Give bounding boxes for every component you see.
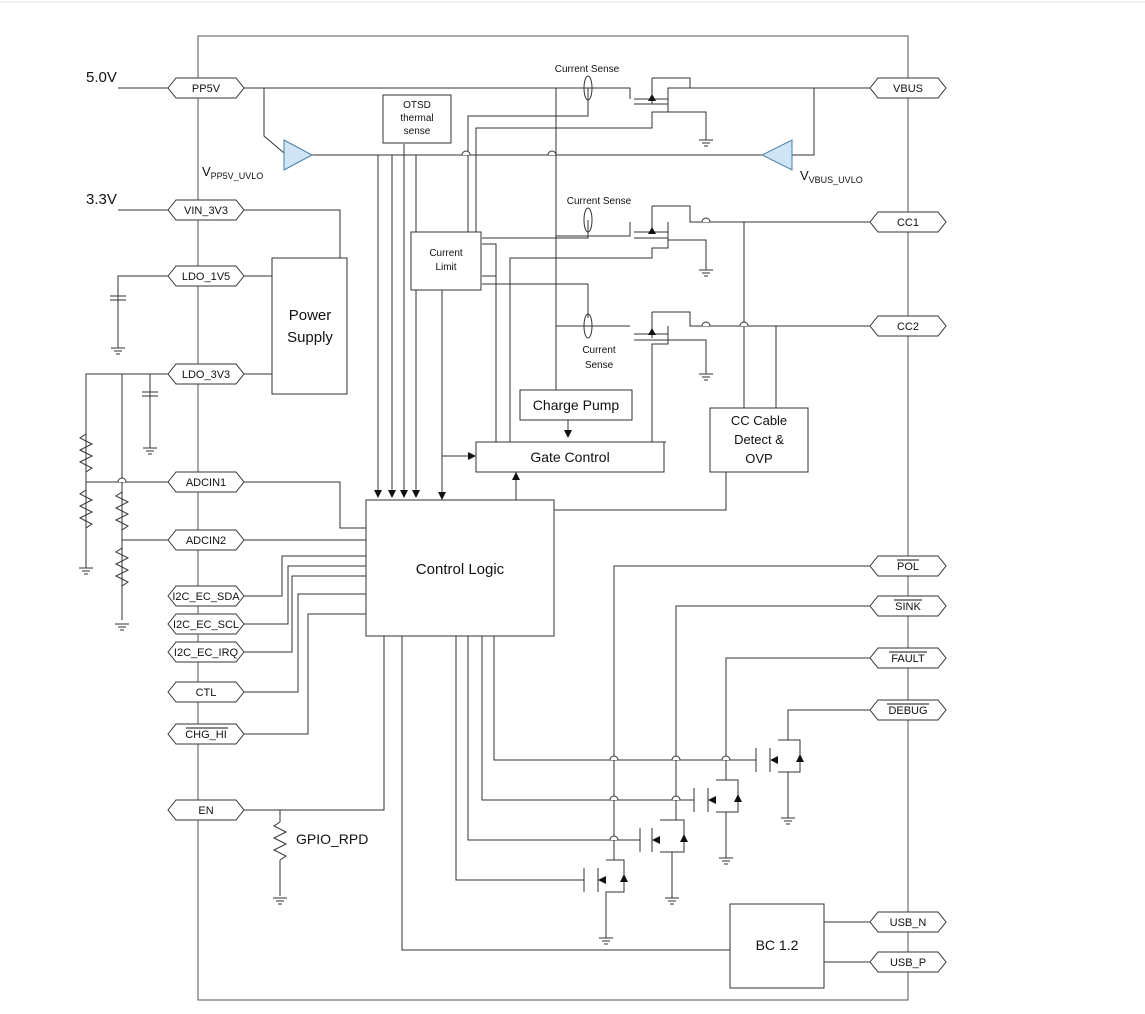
svg-text:EN: EN (198, 805, 213, 817)
vbus-uvlo-comparator (760, 139, 793, 171)
pin-ldo-3v3: LDO_3V3 (167, 363, 245, 385)
chip-outline (197, 35, 909, 1001)
pp5v-uvlo-comparator (283, 139, 314, 171)
otsd-line-1: OTSD (403, 100, 431, 111)
pin-cc2: CC2 (869, 315, 947, 337)
current-limit-line-1: Current (429, 248, 463, 259)
pin-i2c-sda: I2C_EC_SDA (167, 585, 245, 607)
current-limit-block (410, 231, 482, 291)
power-supply-line-1: Power (289, 307, 332, 324)
supply-3v3-label: 3.3V (86, 191, 117, 208)
svg-text:FAULT: FAULT (891, 653, 925, 665)
left-pins: PP5V VIN_3V3 LDO_1V5 LDO_3V3 ADCIN1 ADCI… (167, 77, 245, 821)
otsd-line-2: thermal (400, 113, 433, 124)
svg-text:CHG_HI: CHG_HI (185, 729, 227, 741)
bc12-block (729, 903, 825, 989)
svg-text:SINK: SINK (895, 601, 921, 613)
pin-usb-n: USB_N (869, 911, 947, 933)
wires (85, 77, 870, 963)
svg-text:PP5V: PP5V (192, 83, 221, 95)
svg-text:USB_P: USB_P (890, 957, 926, 969)
arrowheads (374, 430, 572, 500)
current-sense-coils (583, 75, 593, 339)
control-logic-label: Control Logic (416, 561, 505, 578)
svg-text:CTL: CTL (196, 687, 217, 699)
pin-vin-3v3: VIN_3V3 (167, 199, 245, 221)
charge-pump-block (519, 389, 633, 421)
svg-text:VIN_3V3: VIN_3V3 (184, 205, 228, 217)
gate-control-label: Gate Control (530, 449, 609, 465)
pin-adcin1: ADCIN1 (167, 471, 245, 493)
pin-pol: POL (869, 555, 947, 577)
supply-5v-label: 5.0V (86, 69, 117, 86)
svg-text:VBUS: VBUS (893, 83, 923, 95)
power-supply-block (271, 257, 348, 395)
current-sense-label-3b: Sense (585, 360, 614, 371)
power-supply-line-2: Supply (287, 329, 333, 346)
svg-text:I2C_EC_SDA: I2C_EC_SDA (172, 591, 240, 603)
uvlo-pp5v-label: VPP5V_UVLO (202, 164, 263, 181)
pin-debug: DEBUG (869, 699, 947, 721)
cc-detect-line-3: OVP (745, 451, 772, 466)
pin-fault: FAULT (869, 647, 947, 669)
svg-text:I2C_EC_IRQ: I2C_EC_IRQ (174, 647, 239, 659)
pin-chg-hi: CHG_HI (167, 723, 245, 745)
svg-text:LDO_1V5: LDO_1V5 (182, 271, 230, 283)
pin-ldo-1v5: LDO_1V5 (167, 265, 245, 287)
svg-text:ADCIN1: ADCIN1 (186, 477, 226, 489)
cc-detect-line-2: Detect & (734, 432, 784, 447)
pin-usb-p: USB_P (869, 951, 947, 973)
otsd-block (382, 94, 452, 144)
wire-hops (117, 150, 749, 841)
uvlo-vbus-label: VVBUS_UVLO (800, 168, 863, 185)
pin-cc1: CC1 (869, 211, 947, 233)
otsd-line-3: sense (404, 126, 431, 137)
pin-sink: SINK (869, 595, 947, 617)
capacitors (110, 295, 158, 397)
current-limit-line-2: Limit (435, 262, 456, 273)
svg-text:USB_N: USB_N (890, 917, 927, 929)
svg-text:CC1: CC1 (897, 217, 919, 229)
pin-adcin2: ADCIN2 (167, 529, 245, 551)
bc12-label: BC 1.2 (756, 937, 799, 953)
svg-text:ADCIN2: ADCIN2 (186, 535, 226, 547)
pin-i2c-irq: I2C_EC_IRQ (167, 641, 245, 663)
current-sense-label-3a: Current (582, 345, 616, 356)
svg-text:DEBUG: DEBUG (888, 705, 927, 717)
control-logic-block (365, 499, 555, 637)
pin-vbus: VBUS (869, 77, 947, 99)
mosfet-symbols (583, 94, 804, 892)
ground-symbols (79, 139, 795, 945)
pin-ctl: CTL (167, 681, 245, 703)
pin-en: EN (167, 799, 245, 821)
current-sense-label-2: Current Sense (567, 196, 632, 207)
svg-text:I2C_EC_SCL: I2C_EC_SCL (173, 619, 239, 631)
right-pins: VBUS CC1 CC2 POL SINK FAULT DEBUG USB_N … (869, 77, 947, 973)
gpio-rpd-label: GPIO_RPD (296, 831, 368, 847)
svg-text:CC2: CC2 (897, 321, 919, 333)
cc-detect-block (709, 407, 809, 473)
pin-pp5v: PP5V (167, 77, 245, 99)
svg-text:LDO_3V3: LDO_3V3 (182, 369, 230, 381)
gate-control-block (475, 441, 665, 473)
current-sense-label-1: Current Sense (555, 64, 620, 75)
svg-text:POL: POL (897, 561, 919, 573)
resistors (78, 433, 288, 861)
cc-detect-line-1: CC Cable (731, 413, 787, 428)
charge-pump-label: Charge Pump (533, 397, 620, 413)
pin-i2c-scl: I2C_EC_SCL (167, 613, 245, 635)
